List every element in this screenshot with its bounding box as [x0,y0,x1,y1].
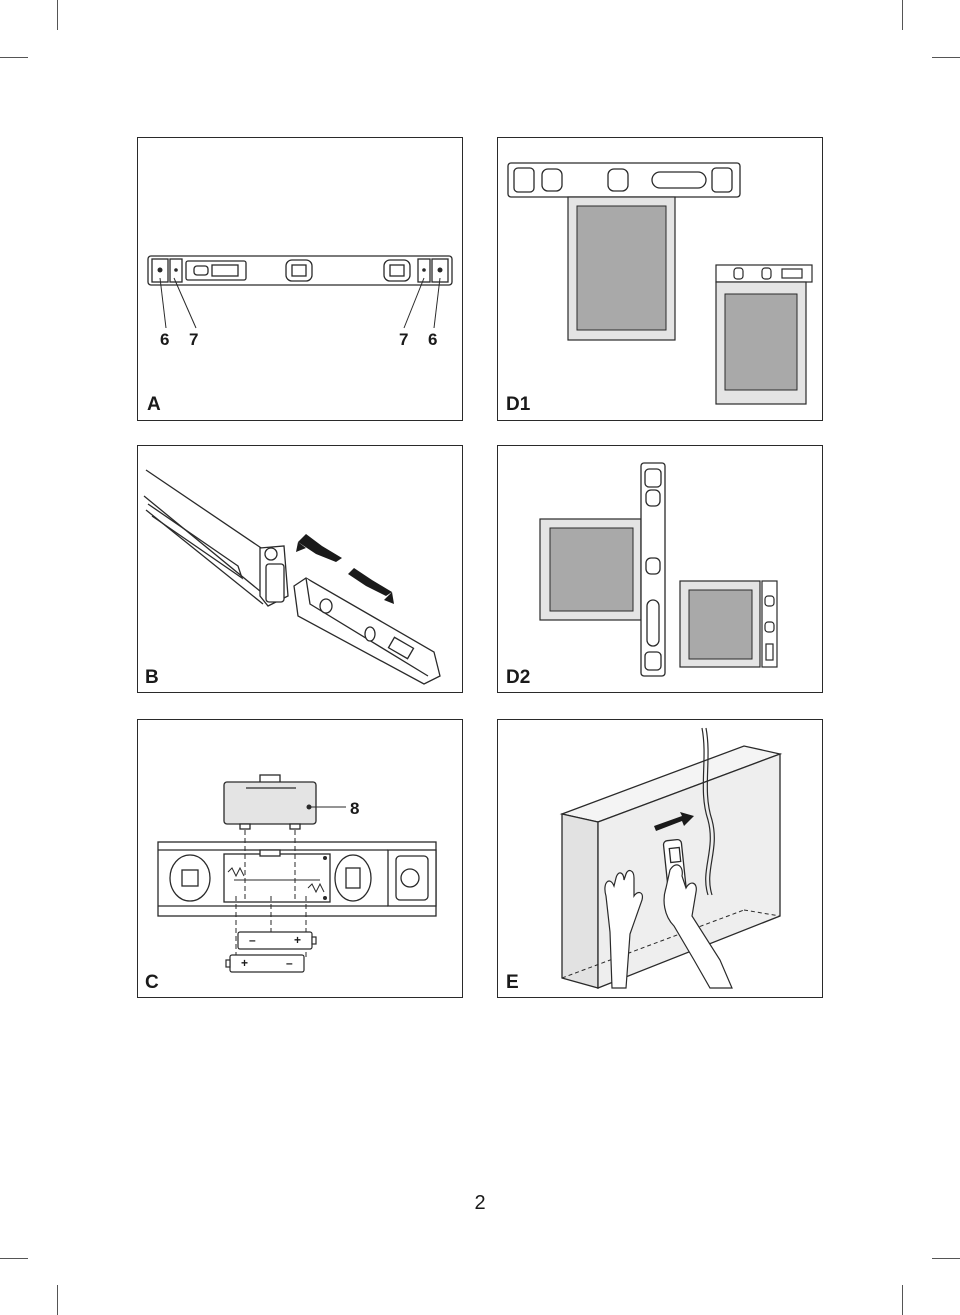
crop-mark [902,1285,903,1315]
battery-mark: + [241,956,249,970]
leveling-picture-frames-illustration [507,162,813,405]
end-cap-removal-illustration [143,469,441,685]
battery-mark: + [294,933,302,947]
callout-7-right: 7 [399,330,409,349]
battery-mark: – [286,956,293,970]
crop-mark [0,57,28,58]
vertical-leveling-frames-illustration [539,462,778,677]
crop-mark [0,1258,28,1259]
figure-panel-a: 6 7 7 6 A [137,137,463,421]
crop-mark [57,0,58,30]
crop-mark [932,57,960,58]
figure-panel-e: E [497,719,823,998]
crop-mark [932,1258,960,1259]
spirit-level-illustration [147,255,453,329]
figure-panel-b: B [137,445,463,693]
figure-panel-d2: D2 [497,445,823,693]
panel-label-b: B [145,667,159,688]
callout-7-left: 7 [189,330,199,349]
crop-mark [57,1285,58,1315]
figure-panel-d1: D1 [497,137,823,421]
panel-label-c: C [145,972,159,993]
page-number: 2 [474,1192,486,1214]
callout-8: 8 [350,799,360,818]
panel-label-e: E [506,972,519,993]
crop-mark [902,0,903,30]
battery-installation-illustration [157,774,437,973]
panel-label-d1: D1 [506,394,531,415]
wall-scanning-illustration [559,727,783,989]
callout-6-left: 6 [160,330,170,349]
callout-6-right: 6 [428,330,438,349]
figure-panel-c: 8 – + + – C [137,719,463,998]
panel-label-a: A [147,394,161,415]
panel-label-d2: D2 [506,667,531,688]
battery-mark: – [249,933,256,947]
